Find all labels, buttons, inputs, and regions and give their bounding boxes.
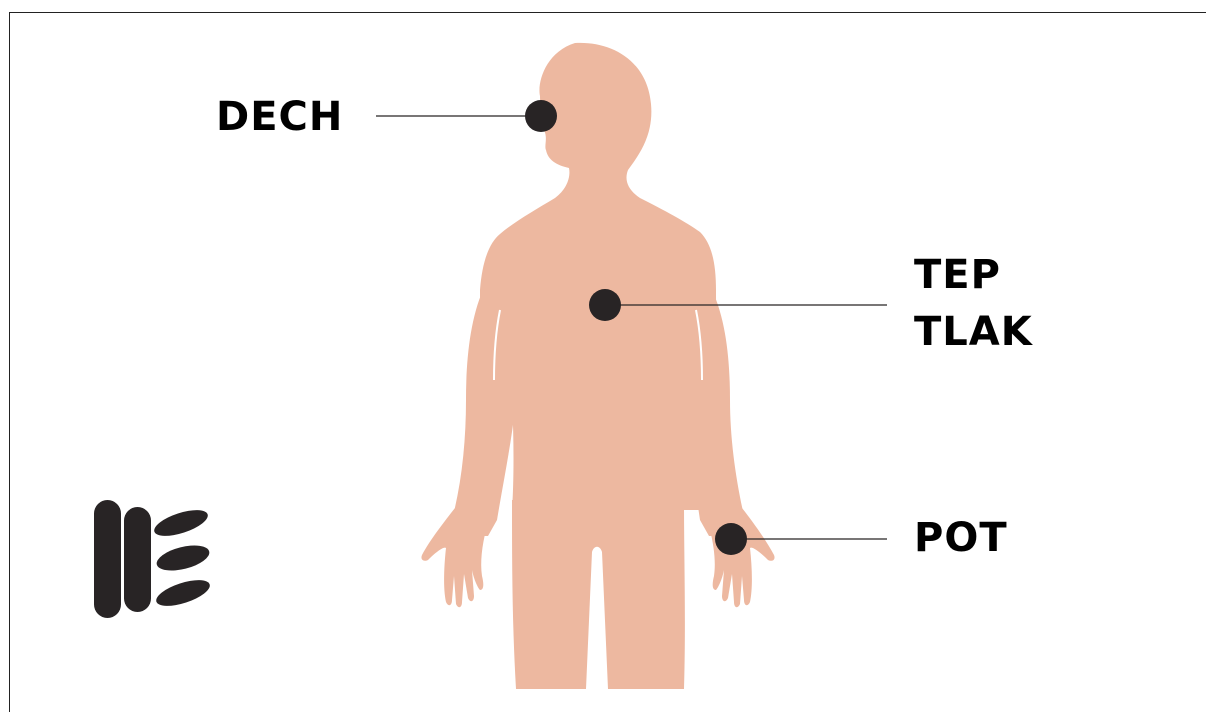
label-sweat: POT [914, 518, 1008, 558]
marker-chest [589, 289, 621, 321]
label-pressure: TLAK [914, 312, 1033, 352]
human-body-icon [421, 43, 774, 689]
label-breath: DECH [216, 97, 343, 137]
diagram-canvas: DECH TEP TLAK POT [0, 0, 1206, 689]
brand-logo-icon [94, 500, 213, 618]
label-pulse: TEP [914, 255, 1001, 295]
marker-wrist [715, 523, 747, 555]
marker-nose [525, 100, 557, 132]
